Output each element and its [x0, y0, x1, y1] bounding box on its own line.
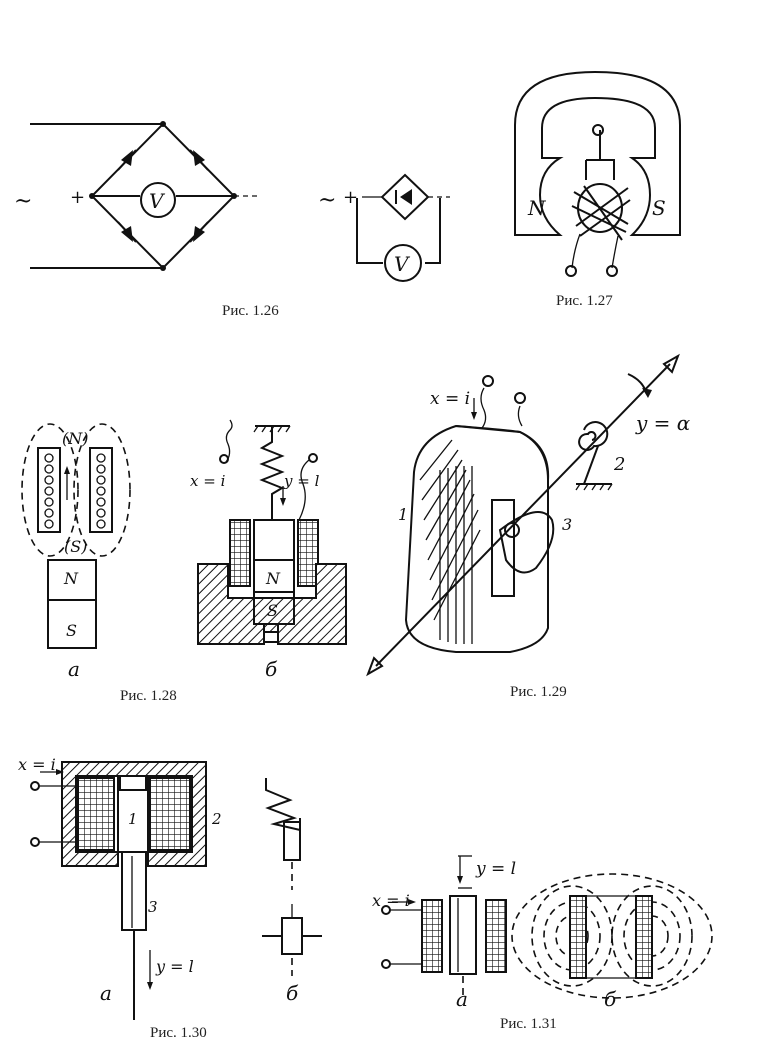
- spring-symbol-30: [265, 778, 301, 832]
- winding-dot: [44, 486, 54, 496]
- x-eq-label-29: x = i: [430, 389, 470, 409]
- coil-left-31: [421, 899, 443, 973]
- horseshoe-magnet: [514, 70, 681, 236]
- sub-label-a-28: a: [68, 657, 80, 681]
- plunger-symbol-30: [281, 917, 303, 955]
- eccentric-vane: [498, 511, 555, 574]
- figure-1-31: x = i y = l a б: [372, 855, 713, 1011]
- winding-cross: [96, 453, 106, 463]
- figure-1-27: N S: [514, 70, 681, 277]
- winding-cross: [96, 486, 106, 496]
- winding-dot: [44, 497, 54, 507]
- rotation-axis: [375, 363, 671, 667]
- sub-label-a-31: a: [456, 987, 468, 1011]
- x-eq-label-31: x = i: [372, 891, 410, 910]
- voltmeter-1-label: V: [149, 189, 166, 213]
- caption-fig-1-26: Рис. 1.26: [222, 303, 279, 319]
- moving-coil: [571, 185, 631, 241]
- winding-dot: [44, 519, 54, 529]
- n-paren-label: (N): [62, 429, 88, 448]
- north-pole-label: N: [527, 196, 547, 220]
- hair-spring-29: [578, 421, 609, 451]
- bridge-diodes: [117, 149, 209, 243]
- ac-symbol-1: ~: [14, 189, 32, 214]
- winding-cross: [96, 519, 106, 529]
- magnet-bar-a: [47, 559, 97, 649]
- caption-fig-1-27: Рис. 1.27: [556, 293, 613, 309]
- winding-dot: [44, 475, 54, 485]
- spring-28: [259, 426, 285, 520]
- s-paren-label: (S): [64, 537, 87, 556]
- winding-dot: [44, 464, 54, 474]
- figure-1-26: ~ + V ~ + V: [14, 121, 450, 282]
- part-2-label-29: 2: [613, 454, 625, 475]
- voltmeter-2-label: V: [394, 252, 411, 276]
- winding-cross: [96, 508, 106, 518]
- part-1-label-30: 1: [128, 810, 138, 828]
- sub-label-b-31: б: [604, 987, 617, 1011]
- winding-dot: [44, 453, 54, 463]
- coil-left-28: [229, 519, 251, 587]
- south-pole-label: S: [652, 196, 666, 220]
- plus-symbol-2: +: [343, 187, 358, 208]
- yoke-30: [61, 761, 207, 867]
- field-lines-31: [511, 873, 713, 999]
- part-3-label-29: 3: [562, 515, 572, 534]
- magnet-b-s: S: [267, 601, 278, 620]
- yoke-28: [197, 563, 347, 645]
- magnet-a-s: S: [66, 621, 77, 640]
- coil-right-30: [149, 777, 191, 851]
- coil-winding-lines: [419, 439, 481, 644]
- part-3-label-30: 3: [148, 898, 158, 916]
- y-eq-label-31: y = l: [475, 859, 516, 879]
- part-1-label-29: 1: [398, 505, 408, 524]
- winding-cross: [96, 464, 106, 474]
- field-line-left: [21, 423, 79, 557]
- winding-cross: [96, 475, 106, 485]
- figure-1-30: x = i 1 2 3 y = l a б: [18, 755, 322, 1020]
- caption-fig-1-31: Рис. 1.31: [500, 1016, 557, 1032]
- coil-right-28: [297, 519, 319, 587]
- coil-left-30: [77, 777, 115, 851]
- plunger-30: [121, 851, 147, 931]
- voltmeter-1: [140, 182, 176, 218]
- field-line-right: [73, 423, 131, 557]
- x-eq-label-30: x = i: [18, 755, 56, 774]
- y-eq-label-28: y = l: [283, 472, 320, 490]
- coil-right-31: [485, 899, 507, 973]
- sub-label-b-28: б: [265, 657, 278, 681]
- figure-1-28: (N) (S) N S a x = i y = l N S б: [21, 419, 347, 681]
- caption-fig-1-29: Рис. 1.29: [510, 684, 567, 700]
- caption-fig-1-28: Рис. 1.28: [120, 688, 177, 704]
- plus-symbol-1: +: [70, 187, 85, 208]
- voltmeter-2: [384, 244, 422, 282]
- small-bridge: [380, 173, 430, 221]
- x-eq-label-28: x = i: [190, 472, 226, 490]
- winding-cross: [96, 497, 106, 507]
- figure-1-29: x = i y = α 1 2 3: [366, 353, 691, 677]
- ac-symbol-2: ~: [318, 188, 336, 213]
- magnet-b-n: N: [265, 569, 281, 588]
- sub-label-a-30: a: [100, 981, 112, 1005]
- part-2-label-30: 2: [211, 810, 222, 828]
- sub-label-b-30: б: [286, 981, 299, 1005]
- winding-dot: [44, 508, 54, 518]
- magnet-a-n: N: [63, 569, 79, 588]
- y-eq-label-29: y = α: [635, 411, 691, 435]
- caption-fig-1-30: Рис. 1.30: [150, 1025, 207, 1041]
- y-eq-label-30: y = l: [155, 957, 194, 976]
